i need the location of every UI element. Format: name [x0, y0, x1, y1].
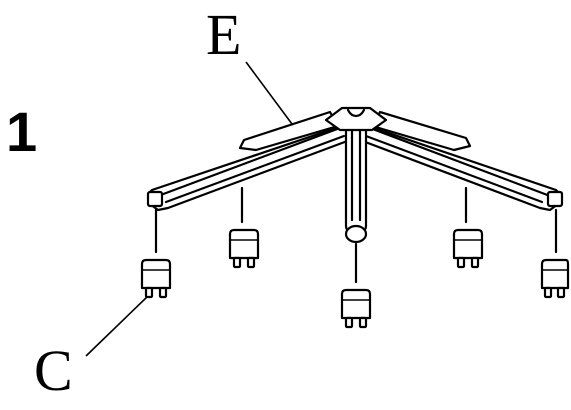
five-star-base — [146, 106, 564, 284]
left-arm-end-cap — [146, 190, 164, 208]
caster-back-left — [228, 228, 260, 269]
base-leader-line — [245, 61, 293, 125]
base-front-arm — [344, 118, 368, 235]
base-callout-label: E — [206, 2, 242, 67]
caster-callout-label: C — [34, 338, 73, 403]
base-hub — [324, 106, 388, 132]
caster-front-center — [340, 288, 372, 329]
caster-front-right — [540, 258, 570, 299]
caster-back-right — [452, 228, 484, 269]
front-arm-end-cap — [344, 224, 368, 244]
caster-leader-line — [85, 295, 149, 357]
step-number: 1 — [6, 100, 38, 163]
caster-front-left — [140, 258, 172, 299]
right-arm-end-cap — [546, 190, 564, 208]
